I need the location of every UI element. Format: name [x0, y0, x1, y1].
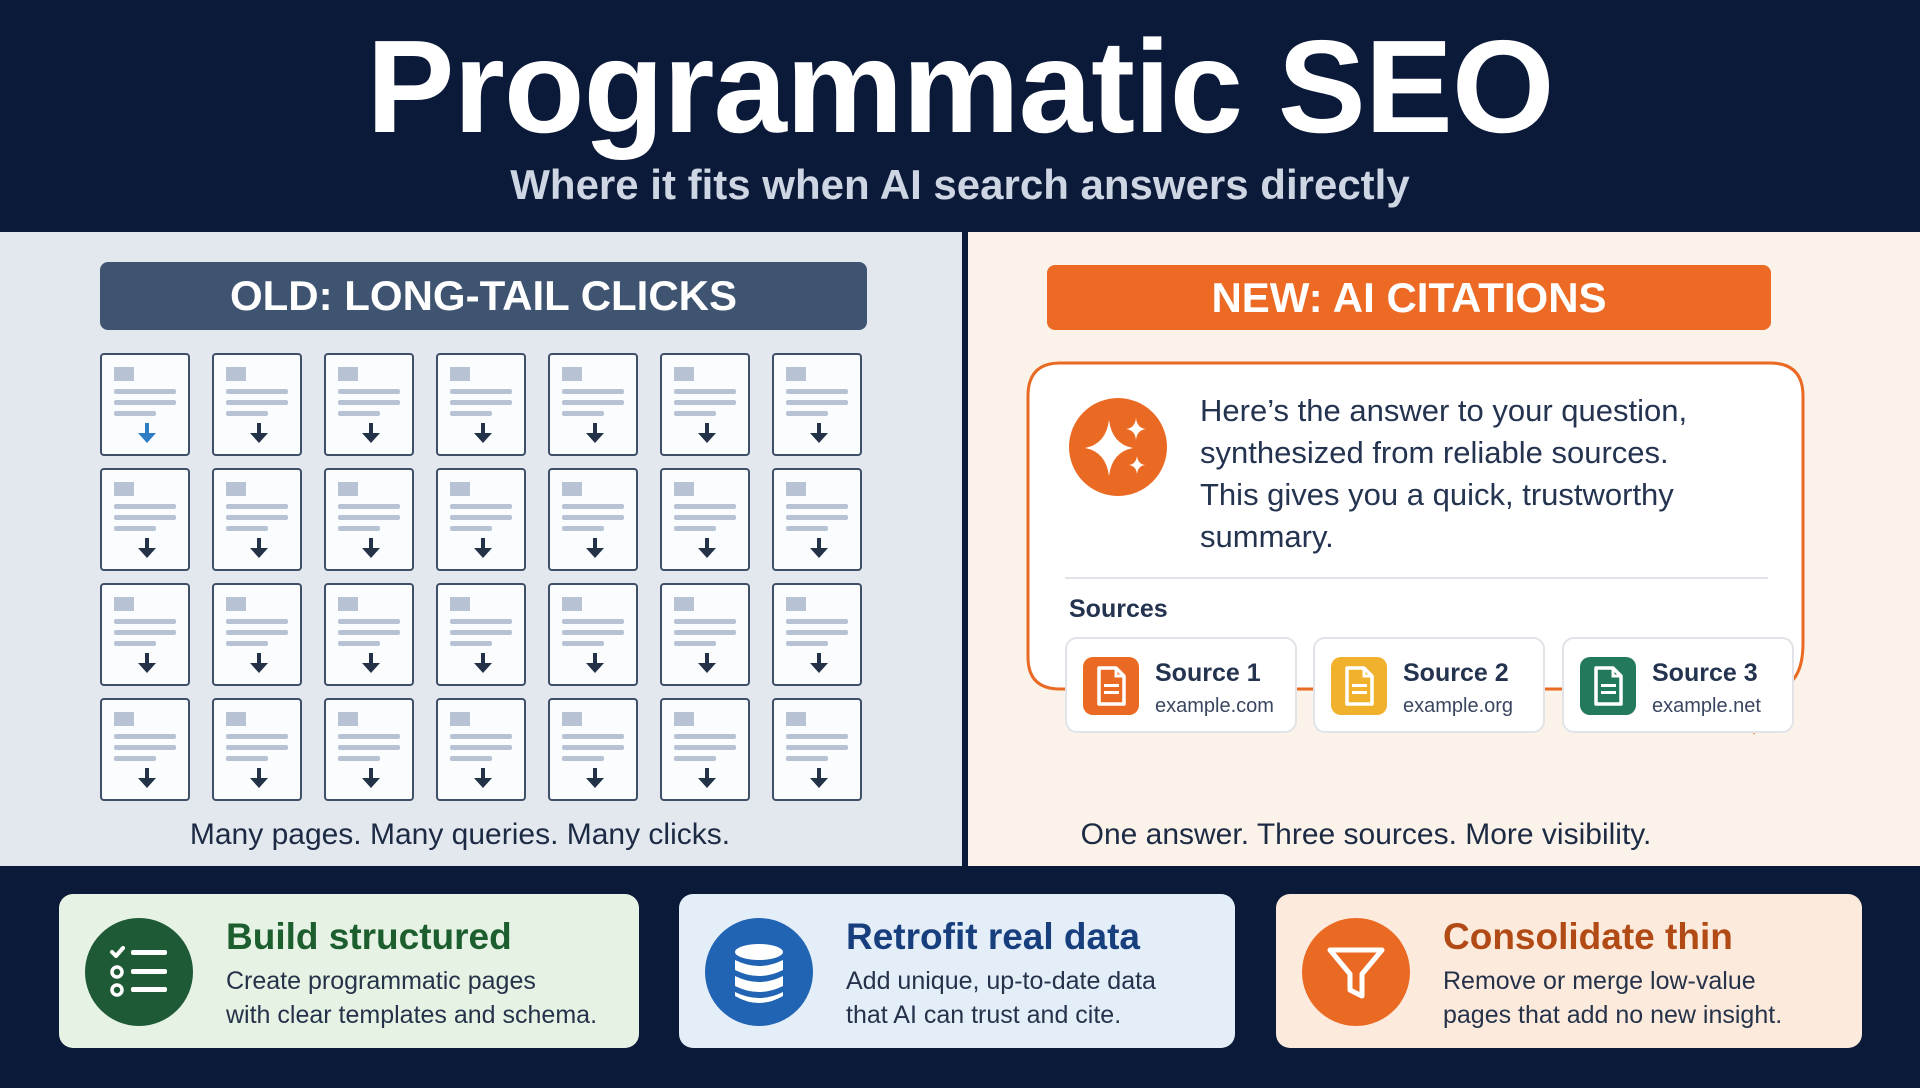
- source-name: Source 3: [1652, 659, 1758, 687]
- document-download-icon: [772, 698, 862, 801]
- document-icon: [1331, 657, 1387, 715]
- old-caption: Many pages. Many queries. Many clicks.: [189, 818, 731, 851]
- new-panel: NEW: AI CITATIONS Here’s the answer to y…: [968, 232, 1920, 866]
- document-download-icon: [660, 353, 750, 456]
- source-domain: example.org: [1403, 695, 1514, 717]
- source-card-1[interactable]: Source 1 example.com: [1065, 637, 1297, 733]
- answer-divider: [1065, 577, 1768, 579]
- card-desc-line: Create programmatic pages: [226, 967, 536, 995]
- panel-divider: [962, 232, 968, 866]
- document-download-icon: [100, 583, 190, 686]
- card-desc-line: Add unique, up-to-date data: [846, 967, 1156, 995]
- answer-line: summary.: [1200, 519, 1334, 554]
- document-download-icon: [324, 353, 414, 456]
- document-download-icon: [100, 353, 190, 456]
- document-download-icon: [660, 468, 750, 571]
- sources-label: Sources: [1069, 595, 1168, 623]
- document-download-icon: [548, 353, 638, 456]
- document-download-icon: [436, 468, 526, 571]
- answer-text: Here’s the answer to your question, synt…: [1200, 390, 1760, 558]
- card-title: Retrofit real data: [846, 916, 1141, 957]
- card-desc-line: Remove or merge low-value: [1443, 967, 1756, 995]
- card-retrofit-real-data: Retrofit real data Add unique, up-to-dat…: [679, 894, 1235, 1048]
- answer-line: Here’s the answer to your question,: [1200, 393, 1688, 428]
- document-download-icon: [436, 698, 526, 801]
- funnel-icon: [1302, 918, 1410, 1026]
- card-build-structured: Build structured Create programmatic pag…: [59, 894, 639, 1048]
- document-download-icon: [212, 353, 302, 456]
- document-download-icon: [324, 468, 414, 571]
- new-caption: One answer. Three sources. More visibili…: [1080, 818, 1652, 851]
- card-desc-line: pages that add no new insight.: [1443, 1001, 1783, 1029]
- card-description: Create programmatic pages with clear tem…: [226, 964, 597, 1032]
- old-banner: OLD: LONG-TAIL CLICKS: [100, 262, 867, 330]
- source-name: Source 2: [1403, 659, 1509, 687]
- document-download-icon: [548, 468, 638, 571]
- document-download-icon: [100, 698, 190, 801]
- document-download-icon: [212, 583, 302, 686]
- document-download-icon: [660, 698, 750, 801]
- document-download-icon: [772, 468, 862, 571]
- page-subtitle: Where it fits when AI search answers dir…: [510, 161, 1410, 208]
- answer-line: synthesized from reliable sources.: [1200, 435, 1669, 470]
- card-desc-line: with clear templates and schema.: [226, 1001, 598, 1029]
- checklist-icon: [85, 918, 193, 1026]
- document-download-icon: [436, 583, 526, 686]
- answer-line: This gives you a quick, trustworthy: [1200, 477, 1674, 512]
- document-icon: [1580, 657, 1636, 715]
- new-banner: NEW: AI CITATIONS: [1047, 265, 1771, 330]
- header: Programmatic SEO Where it fits when AI s…: [0, 0, 1920, 232]
- document-download-icon: [324, 698, 414, 801]
- source-card-2[interactable]: Source 2 example.org: [1313, 637, 1545, 733]
- sparkle-icon: [1069, 398, 1167, 496]
- card-title: Build structured: [226, 916, 512, 957]
- document-download-icon: [660, 583, 750, 686]
- document-download-icon: [324, 583, 414, 686]
- document-download-icon: [772, 583, 862, 686]
- document-download-icon: [212, 698, 302, 801]
- card-description: Add unique, up-to-date data that AI can …: [846, 964, 1156, 1032]
- card-consolidate-thin: Consolidate thin Remove or merge low-val…: [1276, 894, 1862, 1048]
- document-download-icon: [100, 468, 190, 571]
- document-download-icon: [548, 698, 638, 801]
- document-download-icon: [212, 468, 302, 571]
- page-title: Programmatic SEO: [366, 13, 1554, 160]
- document-download-icon: [436, 353, 526, 456]
- source-domain: example.net: [1652, 695, 1761, 717]
- source-card-3[interactable]: Source 3 example.net: [1562, 637, 1794, 733]
- card-description: Remove or merge low-value pages that add…: [1443, 964, 1782, 1032]
- database-icon: [705, 918, 813, 1026]
- card-desc-line: that AI can trust and cite.: [846, 1001, 1122, 1029]
- card-title: Consolidate thin: [1443, 916, 1733, 957]
- document-icon: [1083, 657, 1139, 715]
- document-download-icon: [548, 583, 638, 686]
- old-panel: OLD: LONG-TAIL CLICKS Many pages. Many q…: [0, 232, 962, 866]
- source-domain: example.com: [1155, 695, 1274, 717]
- source-name: Source 1: [1155, 659, 1261, 687]
- document-download-icon: [772, 353, 862, 456]
